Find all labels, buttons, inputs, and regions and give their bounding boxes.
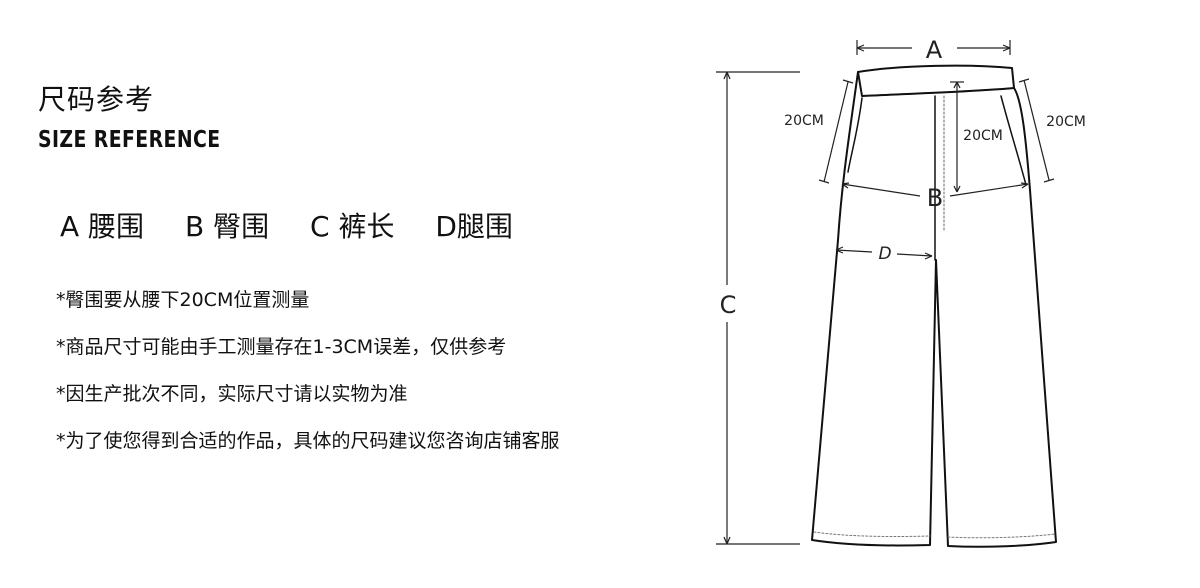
legend-waist: A 腰围 bbox=[60, 210, 145, 243]
dimension-lines bbox=[716, 40, 1055, 545]
label-d: D bbox=[878, 244, 891, 264]
note-item: *商品尺寸可能由手工测量存在1-3CM误差，仅供参考 bbox=[56, 336, 507, 358]
note-item: *因生产批次不同，实际尺寸请以实物为准 bbox=[56, 383, 408, 405]
note-item: *为了使您得到合适的作品，具体的尺码建议您咨询店铺客服 bbox=[56, 430, 560, 452]
measurement-legend: A 腰围 B 臀围 C 裤长 D腿围 bbox=[60, 205, 545, 245]
pants-outline bbox=[811, 64, 1057, 548]
page-title: 尺码参考 bbox=[38, 83, 155, 116]
pants-diagram: A B C D 20CM 20CM 20CM bbox=[716, 36, 1086, 548]
page-subtitle: SIZE REFERENCE bbox=[38, 127, 221, 153]
legend-hip: B 臀围 bbox=[184, 210, 270, 243]
label-center-20cm: 20CM bbox=[963, 128, 1003, 144]
legend-length: C 裤长 bbox=[310, 210, 395, 243]
label-c: C bbox=[720, 291, 737, 319]
label-a: A bbox=[926, 36, 943, 64]
notes-list: *臀围要从腰下20CM位置测量 *商品尺寸可能由手工测量存在1-3CM误差，仅供… bbox=[56, 287, 616, 475]
note-item: *臀围要从腰下20CM位置测量 bbox=[56, 289, 310, 311]
legend-thigh: D腿围 bbox=[435, 210, 513, 243]
label-b: B bbox=[927, 184, 943, 212]
label-left-20cm: 20CM bbox=[784, 113, 824, 129]
label-right-20cm: 20CM bbox=[1046, 114, 1086, 130]
